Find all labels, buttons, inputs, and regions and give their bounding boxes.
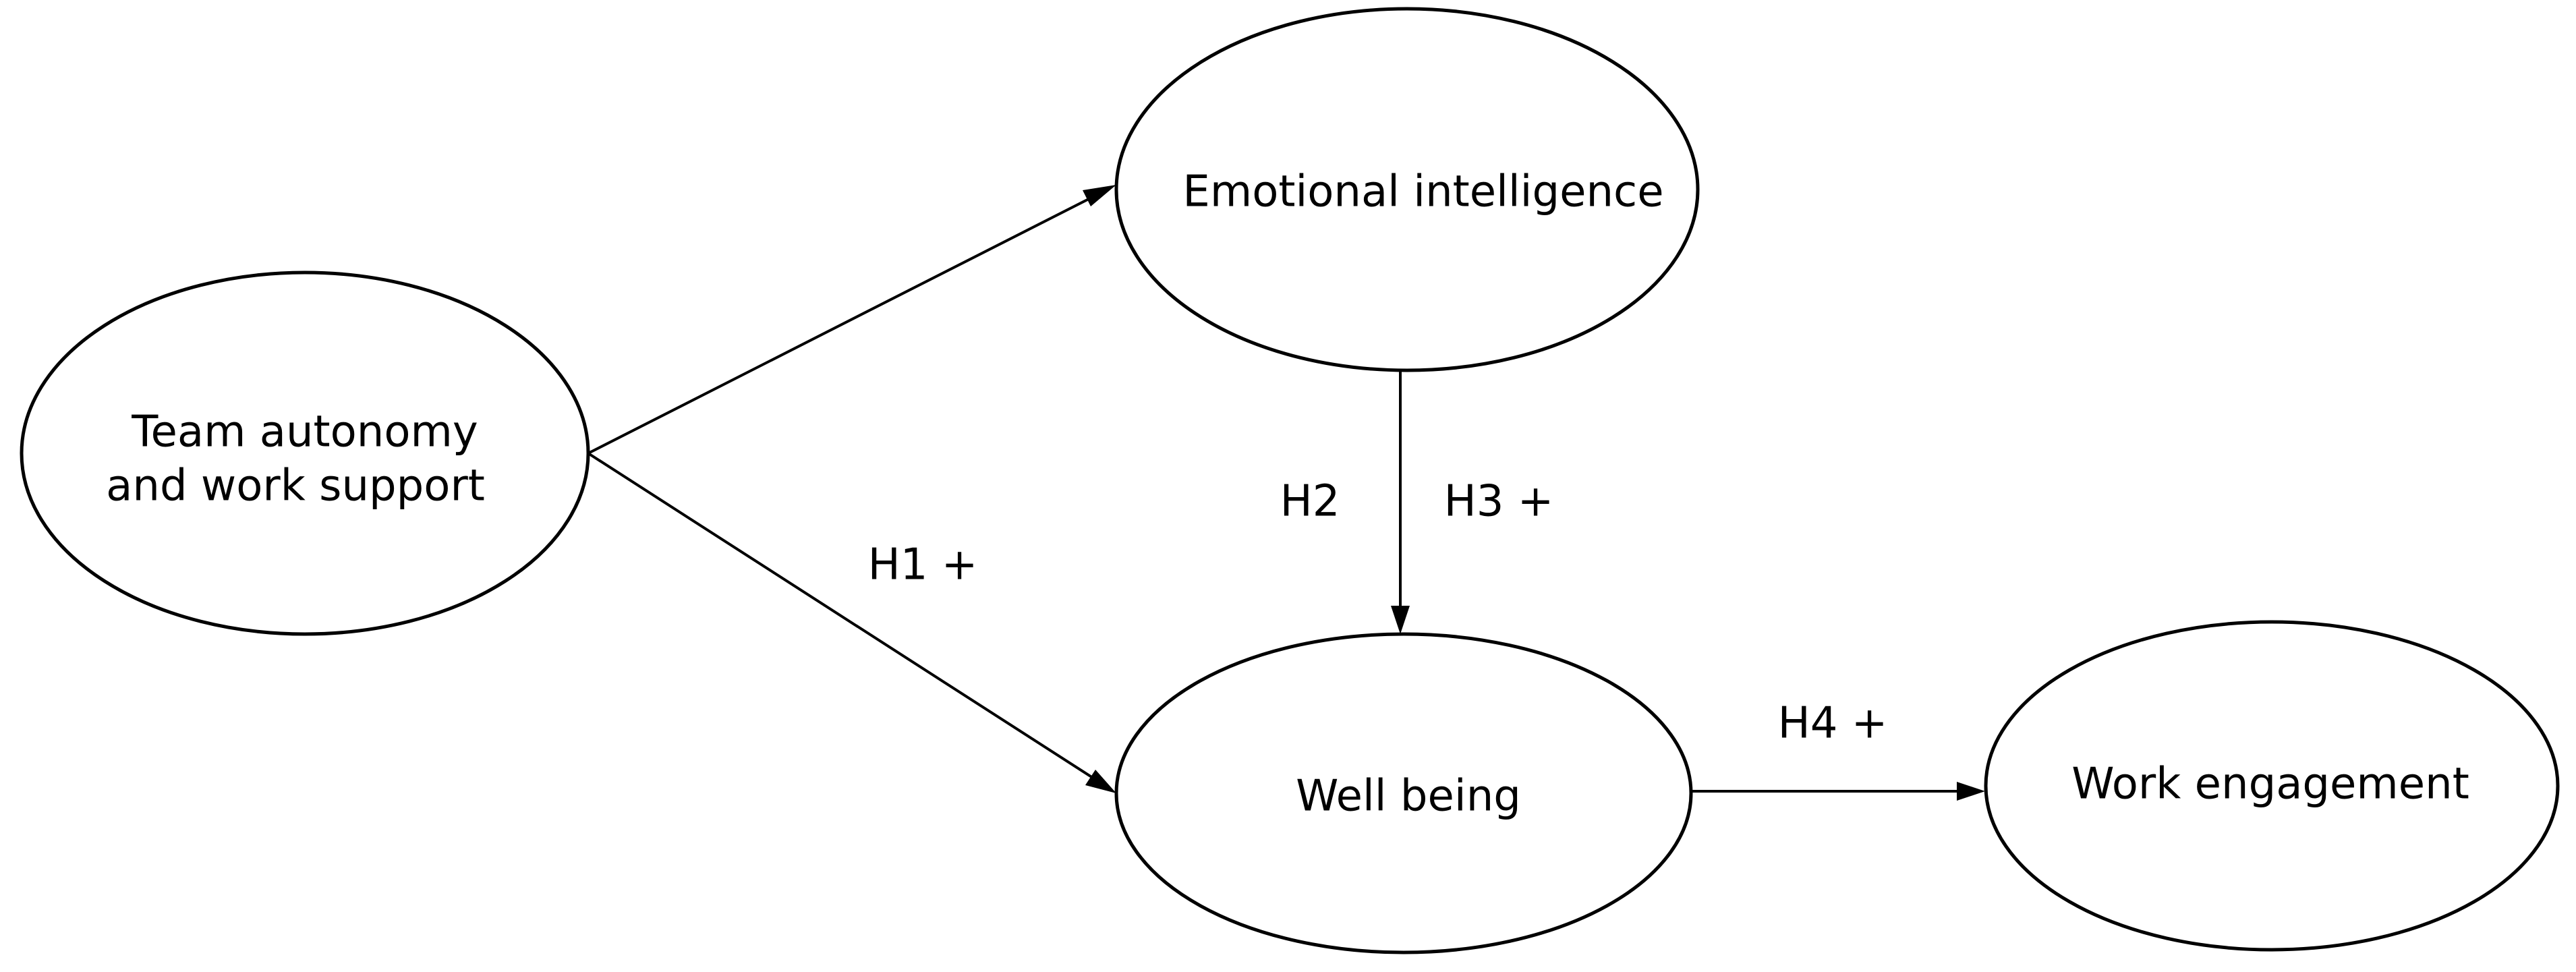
edge-team-to-wellbeing <box>587 452 1116 793</box>
node-team-autonomy-label-line1: Team autonomy <box>131 407 478 457</box>
node-emotional-intelligence: Emotional intelligence <box>1114 7 1700 372</box>
node-team-autonomy-label-line2: and work support <box>106 461 485 511</box>
node-team-autonomy: Team autonomy and work support <box>20 270 590 636</box>
edge-label-h3: H3 + <box>1444 477 1554 527</box>
edge-label-h2: H2 <box>1280 477 1340 527</box>
node-emotional-intelligence-label: Emotional intelligence <box>1182 167 1663 217</box>
node-well-being: Well being <box>1114 632 1693 954</box>
node-well-being-label: Well being <box>1296 772 1521 822</box>
edge-wellbeing-to-engagement <box>1691 782 1985 801</box>
node-work-engagement-label: Work engagement <box>2071 760 2469 809</box>
edge-label-h1: H1 + <box>868 540 978 590</box>
edge-label-h4: H4 + <box>1778 699 1888 749</box>
edge-team-to-emotional <box>588 185 1116 455</box>
node-work-engagement: Work engagement <box>1984 620 2560 952</box>
edge-emotional-to-wellbeing <box>1391 372 1410 634</box>
